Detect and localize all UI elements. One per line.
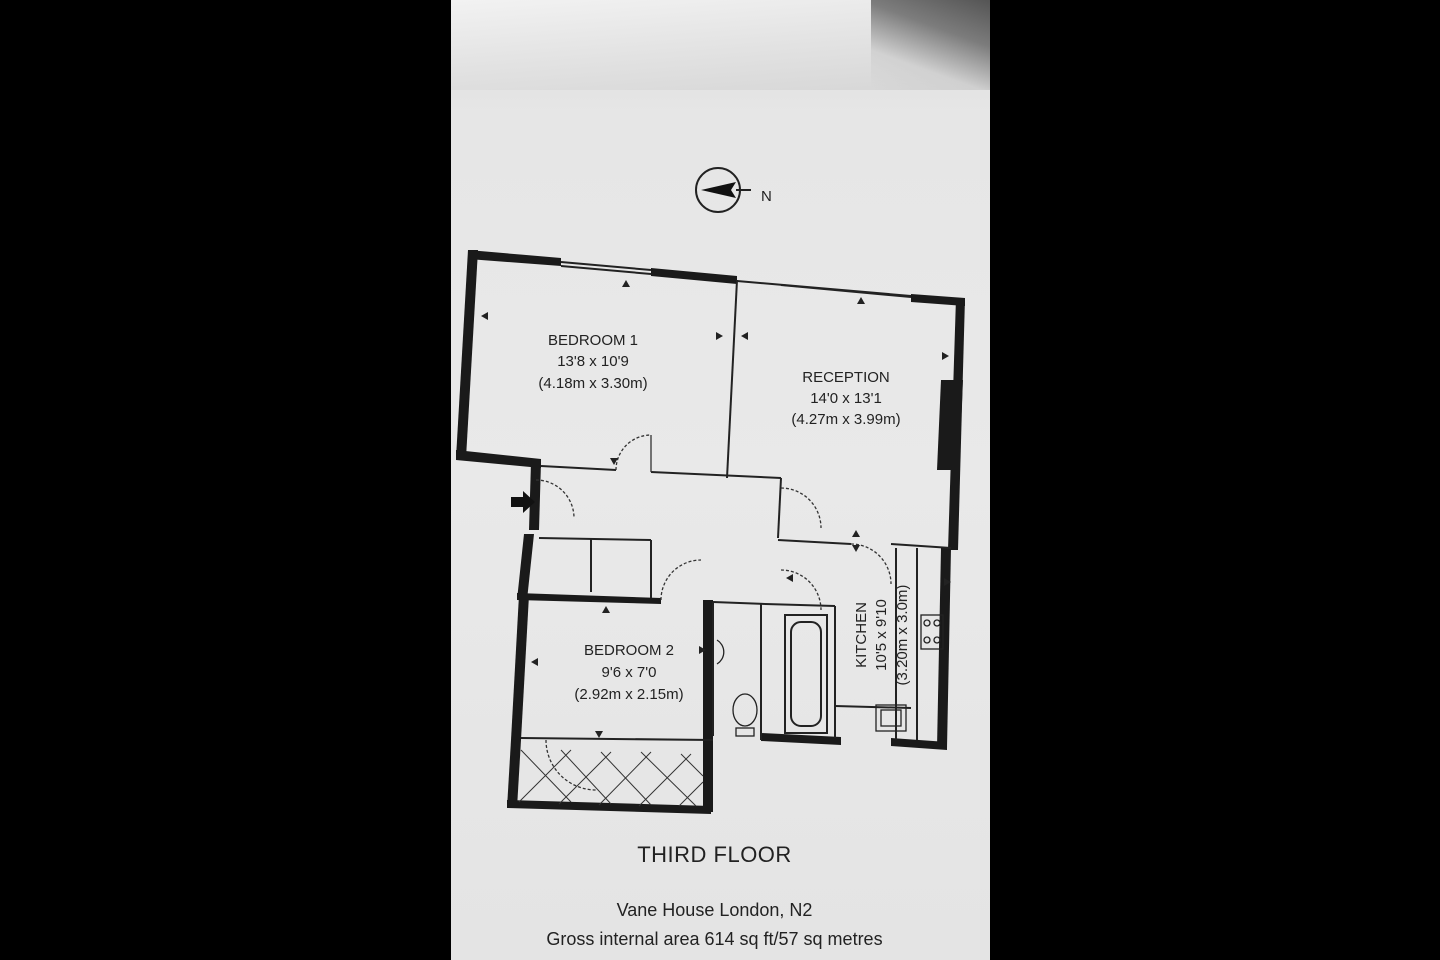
bathroom-fittings [716, 639, 758, 737]
floor-plan-drawing: N [456, 167, 965, 814]
reception-metric: (4.27m x 3.99m) [791, 411, 900, 428]
kitchen-name: KITCHEN [853, 602, 870, 668]
room-bedroom-1: BEDROOM 1 13'8 x 10'9 (4.18m x 3.30m) [538, 332, 647, 392]
north-label: N [761, 188, 772, 205]
gross-internal-area: Gross internal area 614 sq ft/57 sq metr… [546, 929, 883, 949]
dimension-markers [481, 280, 951, 738]
room-bedroom-2: BEDROOM 2 9'6 x 7'0 (2.92m x 2.15m) [574, 642, 683, 703]
compass-icon: N [695, 167, 772, 213]
interior-walls [520, 261, 952, 741]
reception-name: RECEPTION [802, 369, 890, 386]
bedroom1-metric: (4.18m x 3.30m) [538, 375, 647, 392]
property-address: Vane House London, N2 [616, 900, 813, 920]
reception-imperial: 14'0 x 13'1 [810, 390, 882, 407]
floor-plan-sheet: N [451, 0, 990, 960]
kitchen-imperial: 10'5 x 9'10 [873, 599, 890, 671]
bedroom2-name: BEDROOM 2 [584, 642, 674, 659]
bedroom2-imperial: 9'6 x 7'0 [602, 664, 657, 681]
outer-walls [456, 250, 965, 814]
bedroom1-name: BEDROOM 1 [548, 332, 638, 349]
entrance-arrow-icon [511, 491, 535, 513]
balcony-lattice [518, 749, 704, 807]
door-swings [535, 434, 892, 791]
kitchen-metric: (3.20m x 3.0m) [894, 585, 911, 686]
bedroom2-metric: (2.92m x 2.15m) [574, 686, 683, 703]
room-kitchen: KITCHEN 10'5 x 9'10 (3.20m x 3.0m) [853, 585, 911, 686]
bedroom1-imperial: 13'8 x 10'9 [557, 353, 629, 370]
room-reception: RECEPTION 14'0 x 13'1 (4.27m x 3.99m) [791, 369, 900, 428]
floor-title: THIRD FLOOR [637, 842, 792, 867]
kitchen-fittings [875, 614, 944, 732]
plastic-sleeve-edge [871, 0, 990, 90]
